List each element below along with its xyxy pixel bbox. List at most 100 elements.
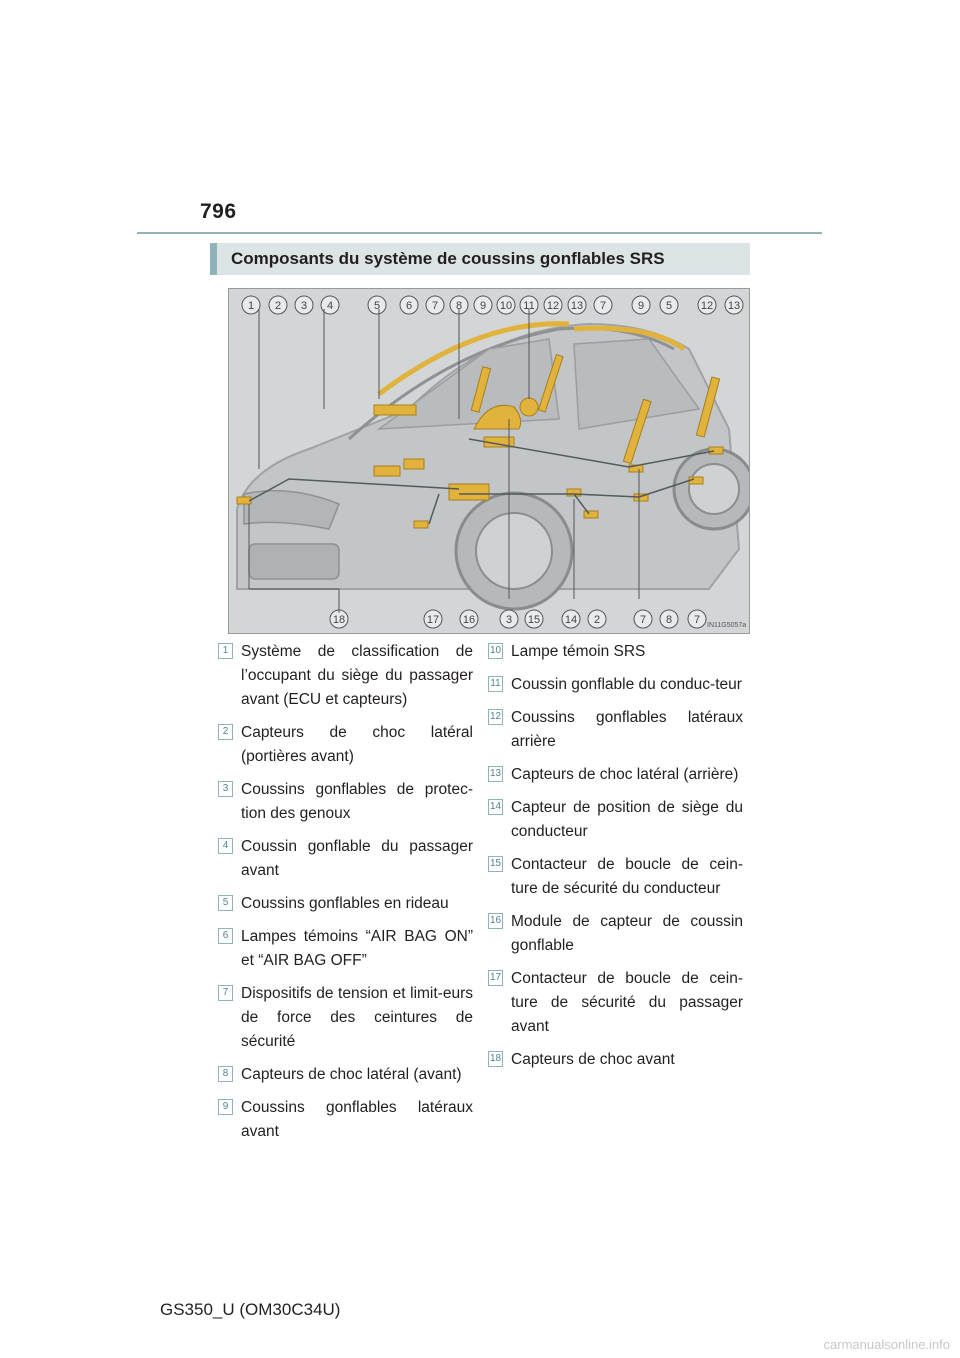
legend-text: Coussin gonflable du conduc-teur [511,676,742,693]
legend-number-badge: 1 [218,643,233,659]
callout-label: 3 [301,300,307,312]
legend-item: 14 Capteur de position de siège du conduc… [488,796,743,844]
legend-number-badge: 9 [218,1099,233,1115]
callout-label: 7 [640,614,646,626]
legend-number-badge: 17 [488,970,503,986]
legend-text: Système de classification de l’occupant … [241,643,473,708]
callout-label: 16 [463,614,475,626]
legend-text: Lampes témoins “AIR BAG ON” et “AIR BAG … [241,928,473,969]
callout-label: 10 [500,300,512,312]
legend-number-badge: 8 [218,1066,233,1082]
callout-label: 13 [571,300,583,312]
legend-text: Capteurs de choc latéral (portières avan… [241,724,473,765]
callout-circle [459,609,479,629]
callout-circle [631,295,651,315]
callout-label: 3 [506,614,512,626]
legend-item: 8 Capteurs de choc latéral (avant) [218,1063,473,1087]
legend-number-badge: 4 [218,838,233,854]
legend-number-badge: 11 [488,676,503,692]
callout-label: 2 [594,614,600,626]
legend-item: 12 Coussins gonflables latéraux arrière [488,706,743,754]
callout-label: 8 [456,300,462,312]
section-title: Composants du système de coussins gonfla… [210,243,750,275]
legend-number-badge: 16 [488,913,503,929]
callout-circle [524,609,544,629]
callout-label: 2 [275,300,281,312]
legend-number-badge: 6 [218,928,233,944]
callout-circle [294,295,314,315]
callout-label: 5 [666,300,672,312]
header-rule [137,232,822,234]
callout-label: 8 [666,614,672,626]
callout-label: 14 [565,614,577,626]
callout-label: 6 [406,300,412,312]
legend-left: 1 Système de classification de l’occupant… [218,640,473,1153]
legend-text: Capteurs de choc avant [511,1051,675,1068]
legend-text: Capteur de position de siège du conducte… [511,799,743,840]
callout-circle [499,609,519,629]
legend-item: 13 Capteurs de choc latéral (arrière) [488,763,743,787]
legend-text: Coussins gonflables de protec-tion des g… [241,781,473,822]
callout-label: 11 [523,300,534,312]
legend-text: Coussins gonflables en rideau [241,895,449,912]
callout-circle [241,295,261,315]
legend-number-badge: 10 [488,643,503,659]
callout-circle [268,295,288,315]
callout-circle [543,295,563,315]
legend-number-badge: 15 [488,856,503,872]
legend-item: 17 Contacteur de boucle de cein-ture de s… [488,967,743,1039]
callout-circle [687,609,707,629]
callout-label: 17 [427,614,439,626]
legend-item: 16 Module de capteur de coussin gonflable [488,910,743,958]
legend-text: Contacteur de boucle de cein-ture de séc… [511,856,743,897]
callout-label: 5 [374,300,380,312]
callout-label: 7 [432,300,438,312]
legend-item: 11 Coussin gonflable du conduc-teur [488,673,743,697]
legend-number-badge: 14 [488,799,503,815]
legend-item: 1 Système de classification de l’occupant… [218,640,473,712]
callout-circle [567,295,587,315]
callout-circle [593,295,613,315]
legend-text: Capteurs de choc latéral (avant) [241,1066,462,1083]
callout-circle [367,295,387,315]
callout-label: 13 [728,300,740,312]
callout-circle [423,609,443,629]
legend-number-badge: 12 [488,709,503,725]
legend-item: 9 Coussins gonflables latéraux avant [218,1096,473,1144]
callout-label: 1 [248,300,254,312]
callout-label: 7 [600,300,606,312]
legend-text: Coussins gonflables latéraux arrière [511,709,743,750]
callout-circle [473,295,493,315]
legend-number-badge: 18 [488,1051,503,1067]
callout-label: 12 [701,300,713,312]
legend-text: Dispositifs de tension et limit-eurs de … [241,985,473,1050]
legend-item: 2 Capteurs de choc latéral (portières ava… [218,721,473,769]
callout-label: 18 [333,614,345,626]
legend-text: Module de capteur de coussin gonflable [511,913,743,954]
legend-text: Coussins gonflables latéraux avant [241,1099,473,1140]
callout-circle [724,295,744,315]
legend-number-badge: 2 [218,724,233,740]
callout-circle [561,609,581,629]
callout-label: 12 [547,300,559,312]
legend-text: Contacteur de boucle de cein-ture de séc… [511,970,743,1035]
legend-item: 6 Lampes témoins “AIR BAG ON” et “AIR BAG… [218,925,473,973]
callout-circle [496,295,516,315]
legend-text: Capteurs de choc latéral (arrière) [511,766,739,783]
callout-label: 7 [694,614,700,626]
page-number: 796 [200,200,237,223]
callout-circle [697,295,717,315]
footer-model-code: GS350_U (OM30C34U) [160,1300,341,1319]
legend-number-badge: 13 [488,766,503,782]
callout-circle [659,609,679,629]
callout-circle [587,609,607,629]
callout-label: 9 [638,300,644,312]
figure-code: IN11G5057a [707,622,746,629]
callout-circle [659,295,679,315]
